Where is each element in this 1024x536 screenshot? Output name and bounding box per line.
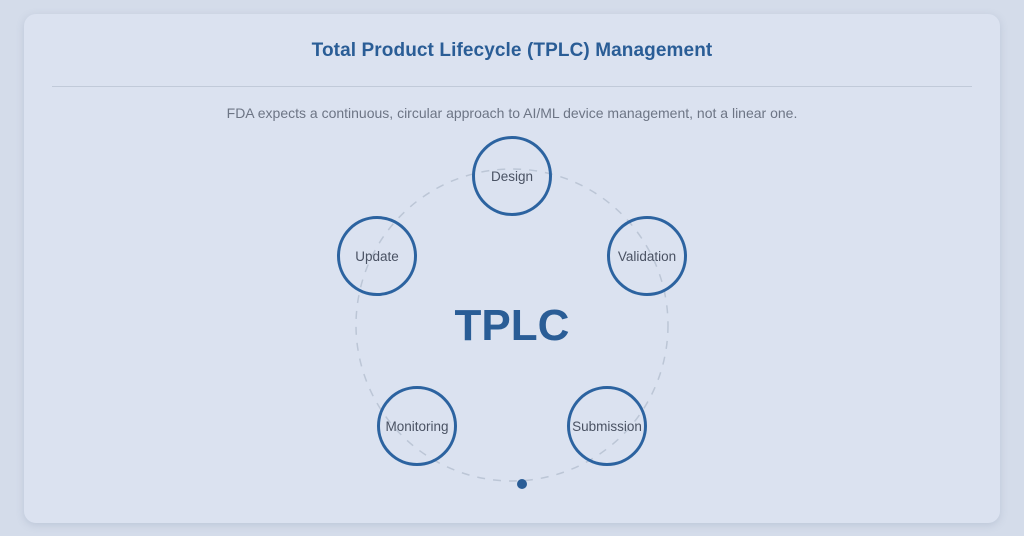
node-submission[interactable]: Submission [567, 386, 647, 466]
content-card [24, 14, 1000, 523]
node-label: Monitoring [385, 418, 449, 434]
node-design[interactable]: Design [472, 136, 552, 216]
orbit-dashed-circle [355, 168, 669, 482]
node-update[interactable]: Update [337, 216, 417, 296]
node-validation[interactable]: Validation [607, 216, 687, 296]
node-label: Update [355, 248, 399, 264]
node-label: Validation [617, 248, 677, 264]
page-subtitle: FDA expects a continuous, circular appro… [226, 105, 798, 121]
node-label: Design [490, 168, 534, 184]
page-title: Total Product Lifecycle (TPLC) Managemen… [311, 40, 713, 61]
node-monitoring[interactable]: Monitoring [377, 386, 457, 466]
tplc-center-label: TPLC [454, 301, 570, 350]
title-divider [52, 86, 972, 87]
node-label: Submission [572, 418, 642, 434]
orbit-progress-dot [517, 479, 527, 489]
